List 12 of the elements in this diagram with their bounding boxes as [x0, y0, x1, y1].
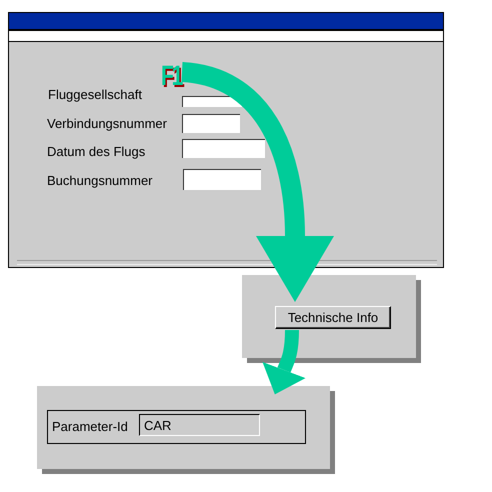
field-label: Buchungsnummer — [47, 173, 152, 188]
dialog-panel — [242, 275, 416, 358]
curved-arrow — [262, 330, 306, 394]
field-label: Fluggesellschaft — [48, 87, 142, 102]
field-label: Datum des Flugs — [47, 144, 146, 159]
dialog-panel — [37, 386, 330, 469]
field-label: Parameter-Id — [52, 419, 128, 434]
parameter-group — [47, 410, 306, 444]
input-field: CAR — [139, 414, 260, 436]
application-window — [8, 12, 444, 268]
info-button: Technische Info — [275, 306, 391, 329]
field-label: Verbindungsnummer — [47, 116, 167, 131]
